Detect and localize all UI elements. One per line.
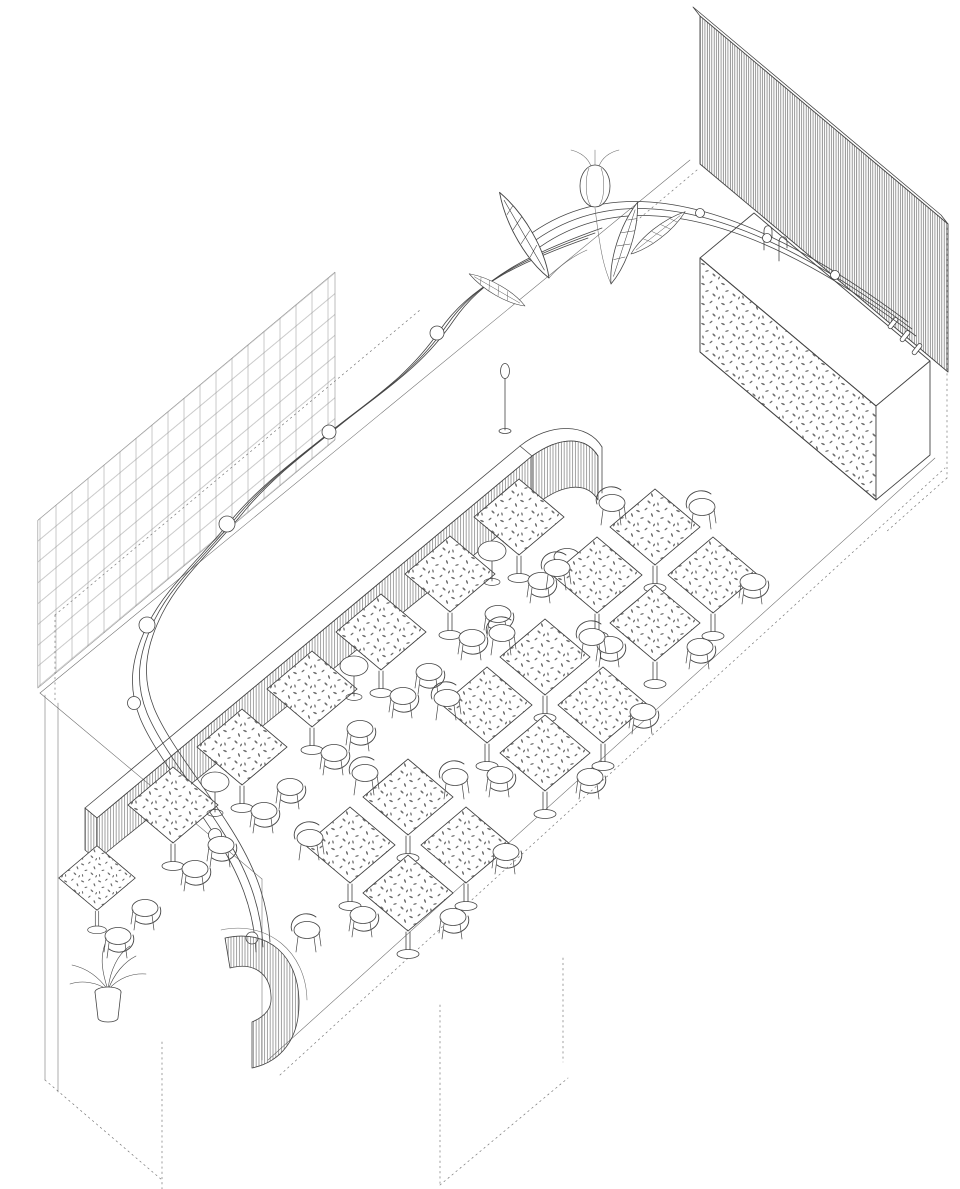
dining-chair	[103, 927, 135, 959]
dining-chair	[249, 802, 281, 834]
section-guide-lines	[44, 227, 948, 1189]
dining-chair	[275, 778, 307, 810]
floor-lamp	[498, 363, 512, 434]
pipe-sphere	[429, 325, 445, 341]
pipe-sphere	[127, 696, 141, 710]
dining-chair	[388, 687, 420, 719]
dining-chair	[130, 899, 162, 931]
overhead-pipe-arcs	[519, 201, 917, 337]
dining-chair	[575, 768, 607, 800]
plant-bulb	[570, 149, 620, 208]
hanging-plant	[466, 149, 690, 312]
alcove-table	[58, 845, 136, 935]
dining-chair	[685, 638, 717, 670]
dining-chair	[206, 836, 238, 868]
pipe-sphere	[138, 616, 156, 634]
dining-chair	[438, 908, 470, 940]
dining-chair	[414, 663, 446, 695]
potted-plant	[69, 943, 147, 1023]
dining-chair	[290, 913, 322, 953]
cluster-table	[609, 584, 701, 689]
drip-fitting	[887, 317, 923, 356]
cluster-table	[499, 714, 591, 819]
dining-chair	[485, 766, 517, 798]
pipe-sphere	[218, 515, 236, 533]
floor-outline	[39, 159, 936, 1093]
pipe-sphere	[321, 424, 337, 440]
glazed-wall-grid	[37, 271, 336, 689]
pipe-sphere	[762, 233, 772, 243]
dining-chair	[348, 906, 380, 938]
cluster-table	[362, 854, 454, 959]
plant-leaf	[466, 268, 529, 312]
dining-chair	[628, 703, 660, 735]
beer-tap	[778, 236, 788, 262]
dining-chair	[180, 860, 212, 892]
plant-leaf	[491, 187, 557, 283]
beer-tap	[763, 225, 773, 251]
dining-chair	[526, 572, 558, 604]
dining-chair	[738, 573, 770, 605]
dining-chair	[345, 720, 377, 752]
dining-chair	[491, 843, 523, 875]
dining-chair	[457, 629, 489, 661]
pipe-sphere	[695, 208, 705, 218]
slatted-wall-panel	[692, 6, 949, 373]
corner-banquette	[220, 927, 308, 1069]
pipe-sphere	[830, 270, 840, 280]
furniture	[58, 363, 770, 959]
dining-chair	[319, 744, 351, 776]
plant-leaf	[603, 199, 645, 287]
